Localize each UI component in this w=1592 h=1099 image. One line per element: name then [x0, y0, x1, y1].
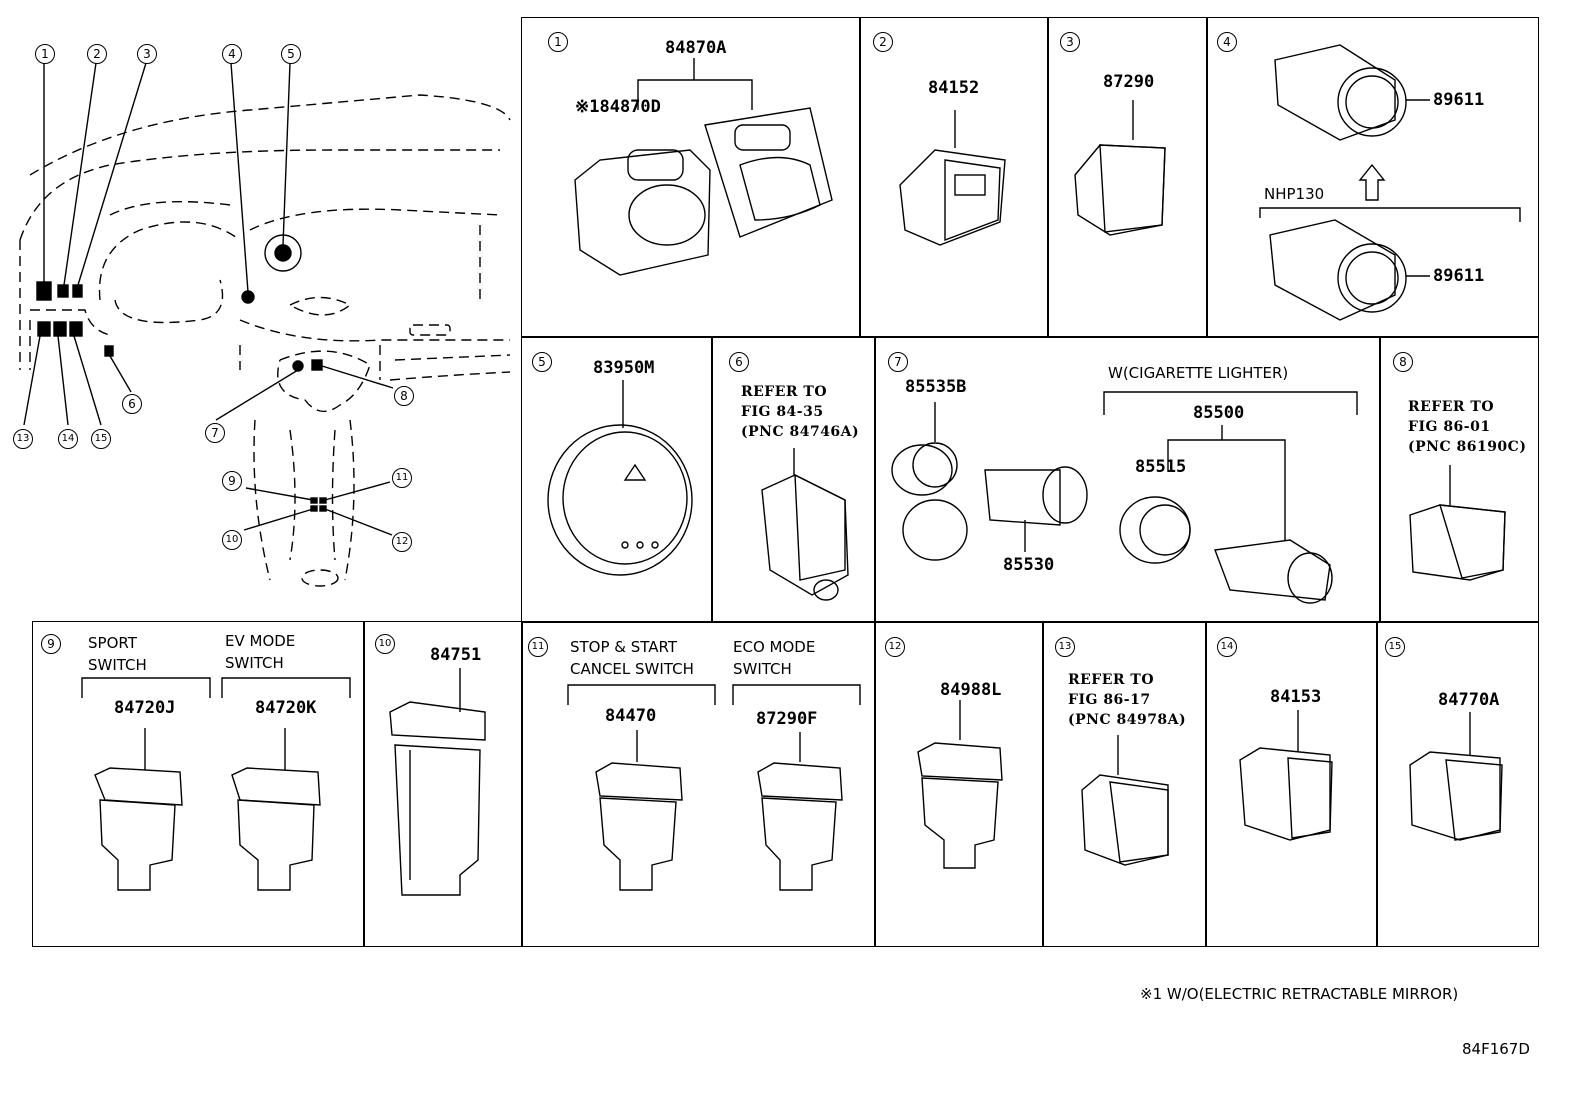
overview-callout-10[interactable]: 10: [222, 530, 242, 550]
hazard-switch-drawing: [547, 380, 693, 576]
overview-callout-2[interactable]: 2: [87, 44, 107, 64]
part-number-87290F[interactable]: 87290F: [756, 709, 818, 729]
panel-11: [521, 621, 876, 947]
reference-note-panel-6[interactable]: REFER TO FIG 84-35 (PNC 84746A): [741, 384, 860, 440]
label-stop-start-cancel-switch: STOP & START CANCEL SWITCH: [570, 638, 694, 678]
panel-10-number: 10: [375, 634, 395, 654]
dashboard-overview-drawing: [19, 62, 511, 587]
part-number-89611-bottom[interactable]: 89611: [1433, 266, 1485, 286]
panel-1: [521, 17, 861, 338]
switch-panel13-drawing: [1081, 735, 1169, 866]
power-outlet-drawing: [891, 391, 1358, 604]
switch-84988L-drawing: [917, 700, 1003, 869]
part-number-84720J[interactable]: 84720J: [114, 698, 176, 718]
part-number-84988L[interactable]: 84988L: [940, 680, 1002, 700]
overview-callout-1[interactable]: 1: [35, 44, 55, 64]
part-number-85535B[interactable]: 85535B: [905, 377, 967, 397]
panel-12: [874, 621, 1044, 947]
overview-callout-9[interactable]: 9: [222, 471, 242, 491]
stop-start-eco-switch-drawing: [567, 684, 861, 891]
overview-callout-15[interactable]: 15: [91, 429, 111, 449]
footnote: ※1 W/O(ELECTRIC RETRACTABLE MIRROR): [1140, 985, 1459, 1003]
overview-callout-13[interactable]: 13: [13, 429, 33, 449]
sport-ev-switch-drawing: [81, 677, 351, 891]
panel-15: [1376, 621, 1539, 947]
label-sport-switch: SPORT SWITCH: [88, 634, 147, 674]
panel-15-number: 15: [1385, 637, 1405, 657]
overview-callout-6[interactable]: 6: [122, 394, 142, 414]
panel-2-number: 2: [873, 32, 893, 52]
label-eco-mode-switch: ECO MODE SWITCH: [733, 638, 816, 678]
reference-note-panel-8[interactable]: REFER TO FIG 86-01 (PNC 86190C): [1408, 399, 1527, 455]
part-number-84770A[interactable]: 84770A: [1438, 690, 1500, 710]
part-number-85500[interactable]: 85500: [1193, 403, 1245, 423]
panel-13-number: 13: [1055, 637, 1075, 657]
overview-callout-7[interactable]: 7: [205, 423, 225, 443]
panel-14: [1205, 621, 1378, 947]
panel-10: [363, 621, 523, 947]
part-number-84751[interactable]: 84751: [430, 645, 482, 665]
label-ev-mode-switch: EV MODE SWITCH: [225, 632, 296, 672]
part-number-85530[interactable]: 85530: [1003, 555, 1055, 575]
switch-87290-drawing: [1074, 100, 1166, 236]
part-number-87290[interactable]: 87290: [1103, 72, 1155, 92]
part-number-89611-top[interactable]: 89611: [1433, 90, 1485, 110]
panel-7: [874, 336, 1381, 623]
push-start-switch-drawing: [1259, 44, 1521, 321]
switch-panel8-drawing: [1409, 465, 1506, 581]
part-number-84870A[interactable]: 84870A: [665, 38, 727, 58]
panel-14-number: 14: [1217, 637, 1237, 657]
panel-13: [1042, 621, 1207, 947]
overview-callout-5[interactable]: 5: [281, 44, 301, 64]
panel-8-number: 8: [1393, 352, 1413, 372]
part-number-84470[interactable]: 84470: [605, 706, 657, 726]
mirror-switch-drawing: [574, 58, 833, 276]
reference-note-panel-13[interactable]: REFER TO FIG 86-17 (PNC 84978A): [1068, 672, 1187, 728]
panel-4: [1206, 17, 1539, 338]
panel-9-number: 9: [41, 634, 61, 654]
panel-5-number: 5: [532, 352, 552, 372]
overview-callout-4[interactable]: 4: [222, 44, 242, 64]
switch-84152-drawing: [899, 110, 1006, 246]
diagram-code: 84F167D: [1462, 1040, 1530, 1058]
group-label-cigarette-lighter: W(CIGARETTE LIGHTER): [1108, 364, 1289, 382]
switch-panel6-drawing: [761, 448, 849, 601]
overview-callout-3[interactable]: 3: [137, 44, 157, 64]
overview-callout-12[interactable]: 12: [392, 532, 412, 552]
panel-8: [1379, 336, 1539, 623]
overview-callout-11[interactable]: 11: [392, 468, 412, 488]
part-number-84870D[interactable]: ※184870D: [575, 97, 661, 117]
switch-84153-drawing: [1239, 710, 1333, 841]
panel-7-number: 7: [888, 352, 908, 372]
part-number-84152[interactable]: 84152: [928, 78, 980, 98]
part-number-85515[interactable]: 85515: [1135, 457, 1187, 477]
panel-4-number: 4: [1217, 32, 1237, 52]
panel-9: [32, 621, 365, 947]
part-number-84153[interactable]: 84153: [1270, 687, 1322, 707]
panel-3-number: 3: [1060, 32, 1080, 52]
part-number-83950M[interactable]: 83950M: [593, 358, 655, 378]
panel-1-number: 1: [548, 32, 568, 52]
model-note-nhp130: NHP130: [1264, 185, 1325, 203]
panel-3: [1047, 17, 1208, 338]
panel-2: [859, 17, 1049, 338]
overview-callout-14[interactable]: 14: [58, 429, 78, 449]
panel-11-number: 11: [528, 637, 548, 657]
panel-12-number: 12: [885, 637, 905, 657]
switch-84751-drawing: [389, 668, 486, 896]
panel-6: [711, 336, 876, 623]
switch-84770A-drawing: [1409, 712, 1503, 841]
overview-callout-8[interactable]: 8: [394, 386, 414, 406]
part-number-84720K[interactable]: 84720K: [255, 698, 317, 718]
panel-5: [521, 336, 713, 623]
panel-6-number: 6: [729, 352, 749, 372]
